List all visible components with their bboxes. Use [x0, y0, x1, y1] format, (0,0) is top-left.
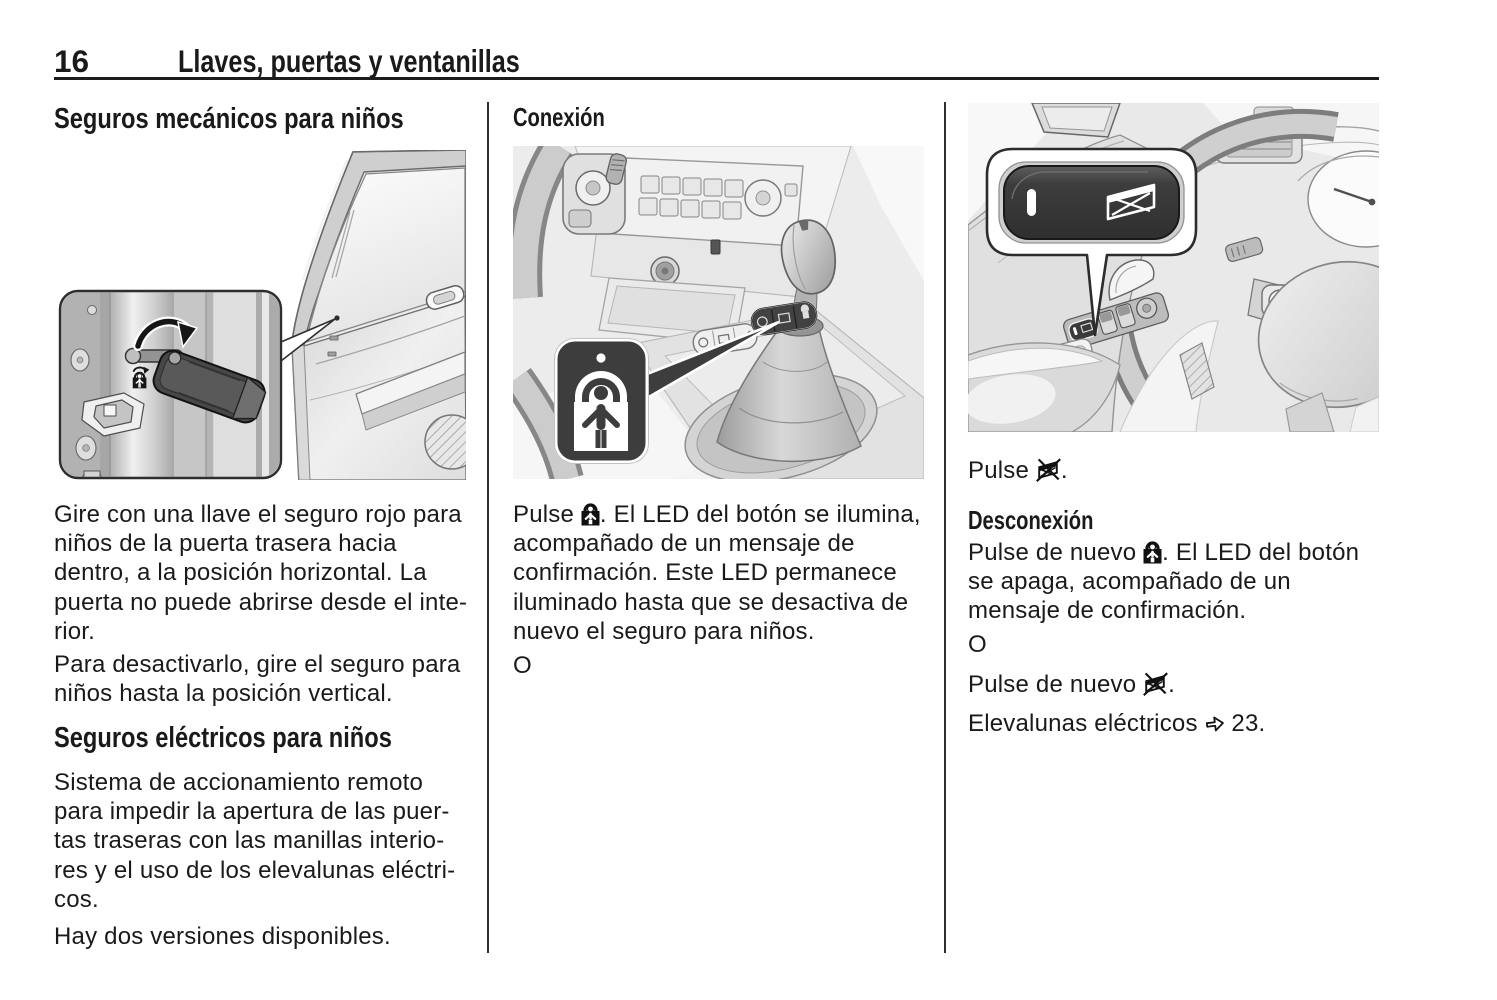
heading-disconnect: Desconexión	[968, 507, 1130, 534]
paragraph-connect: Pulse . El LED del botón se ilumina, aco…	[513, 500, 921, 646]
text-segment: Desconexión	[968, 505, 1094, 535]
text-line: cos.	[54, 885, 99, 913]
window-lock-glyph	[1036, 457, 1061, 482]
child-lock-glyph	[1143, 539, 1162, 564]
header-rule	[54, 77, 1379, 80]
column-3: Pulse . Desconexión Pulse de nuevo . El …	[968, 0, 1380, 1000]
figure-rear-door-child-lock	[54, 150, 466, 480]
column-2: Conexión	[513, 0, 925, 1000]
text-segment: Pulse	[513, 501, 581, 528]
text-line: Pulse .	[968, 456, 1068, 485]
text-segment: Conexión	[513, 102, 605, 132]
text-line: iluminado hasta que se desactiva de	[513, 588, 909, 616]
column-divider-2	[944, 102, 946, 953]
text-line: rior.	[54, 617, 96, 645]
text-line: acompañado de un mensaje de	[513, 530, 855, 558]
text-line: O	[968, 631, 987, 658]
text-segment: Pulse de nuevo	[968, 671, 1144, 698]
text-segment: Pulse	[968, 457, 1036, 484]
paragraph-electric-1: Sistema de accionamiento remoto para imp…	[54, 768, 455, 914]
text-line: Pulse de nuevo .	[968, 670, 1175, 699]
column-1: Seguros mecánicos para niños	[54, 0, 467, 1000]
text-line: dentro, a la posición horizontal. La	[54, 559, 427, 587]
paragraph-press-window-lock: Pulse .	[968, 456, 1068, 485]
heading-electric-child-locks: Seguros eléctricos para niños	[54, 723, 461, 753]
figure-driver-door-window-lock-button	[968, 103, 1379, 432]
paragraph-mechanical-1: Gire con una llave el seguro rojo para n…	[54, 500, 467, 646]
paragraph-mechanical-2: Para desactivarlo, gire el seguro para n…	[54, 650, 460, 708]
text-segment: 23.	[1231, 710, 1266, 737]
paragraph-disconnect: Pulse de nuevo . El LED del botón se apa…	[968, 538, 1359, 626]
column-divider-1	[487, 102, 489, 953]
text-line: se apaga, acompañado de un	[968, 568, 1291, 596]
paragraph-or-2: O	[968, 630, 987, 659]
text-segment: Pulse de nuevo	[968, 539, 1144, 566]
text-line: confirmación. Este LED permanece	[513, 559, 897, 587]
rear-door-child-lock-drawing	[58, 150, 466, 480]
text-line: niños de la puerta trasera hacia	[54, 530, 397, 558]
paragraph-or-1: O	[513, 651, 532, 680]
text-line: mensaje de confirmación.	[968, 597, 1247, 625]
text-segment: . El LED del botón se ilumina,	[599, 501, 921, 528]
child-lock-icon	[1143, 539, 1162, 564]
heading-text: Seguros mecánicos para niños	[54, 103, 404, 135]
text-line: nuevo el seguro para niños.	[513, 617, 815, 645]
child-lock-glyph	[581, 501, 600, 526]
text-line: Hay dos versiones disponibles.	[54, 923, 391, 950]
text-line: Pulse . El LED del botón se ilumina,	[513, 500, 921, 529]
text-line: Sistema de accionamiento remoto	[54, 769, 424, 796]
page-reference-arrow-glyph	[1205, 716, 1225, 732]
paragraph-press-again-window-lock: Pulse de nuevo .	[968, 670, 1175, 699]
text-segment: Elevalunas eléctricos	[968, 710, 1205, 737]
page-title: Llaves, puertas y ventanillas	[178, 45, 605, 77]
heading-mechanical-child-locks: Seguros mecánicos para niños	[54, 104, 475, 134]
paragraph-electric-2: Hay dos versiones disponibles.	[54, 922, 391, 951]
driver-door-window-lock-drawing	[968, 103, 1379, 432]
page-number: 16	[54, 43, 90, 79]
text-segment: . El LED del botón	[1162, 539, 1360, 566]
text-line: Elevalunas eléctricos 23.	[968, 709, 1265, 738]
text-line: O	[513, 652, 532, 679]
text-line: tas traseras con las manillas interio-	[54, 827, 445, 855]
child-lock-icon	[581, 501, 600, 526]
text-line: Gire con una llave el seguro rojo para	[54, 501, 462, 528]
paragraph-power-windows-reference: Elevalunas eléctricos 23.	[968, 709, 1265, 738]
center-console-child-lock-drawing	[513, 146, 924, 479]
window-lock-icon	[1143, 671, 1168, 696]
page-reference-arrow-icon	[1205, 716, 1225, 732]
text-line: res y el uso de los elevalunas eléctri-	[54, 856, 456, 884]
text-segment: .	[1060, 457, 1068, 484]
text-segment: .	[1168, 671, 1175, 698]
text-line: niños hasta la posición vertical.	[54, 680, 393, 708]
text-line: para impedir la apertura de las puer-	[54, 798, 450, 826]
heading-text: Llaves, puertas y ventanillas	[178, 43, 520, 79]
figure-center-console-child-lock-button	[513, 146, 924, 479]
heading-text: Seguros eléctricos para niños	[54, 722, 392, 754]
window-lock-icon	[1036, 457, 1061, 482]
heading-connect: Conexión	[513, 104, 631, 131]
window-lock-glyph	[1143, 671, 1168, 696]
text-line: Para desactivarlo, gire el seguro para	[54, 651, 461, 678]
text-line: puerta no puede abrirse desde el inte-	[54, 588, 468, 616]
text-line: Pulse de nuevo . El LED del botón	[968, 538, 1359, 567]
